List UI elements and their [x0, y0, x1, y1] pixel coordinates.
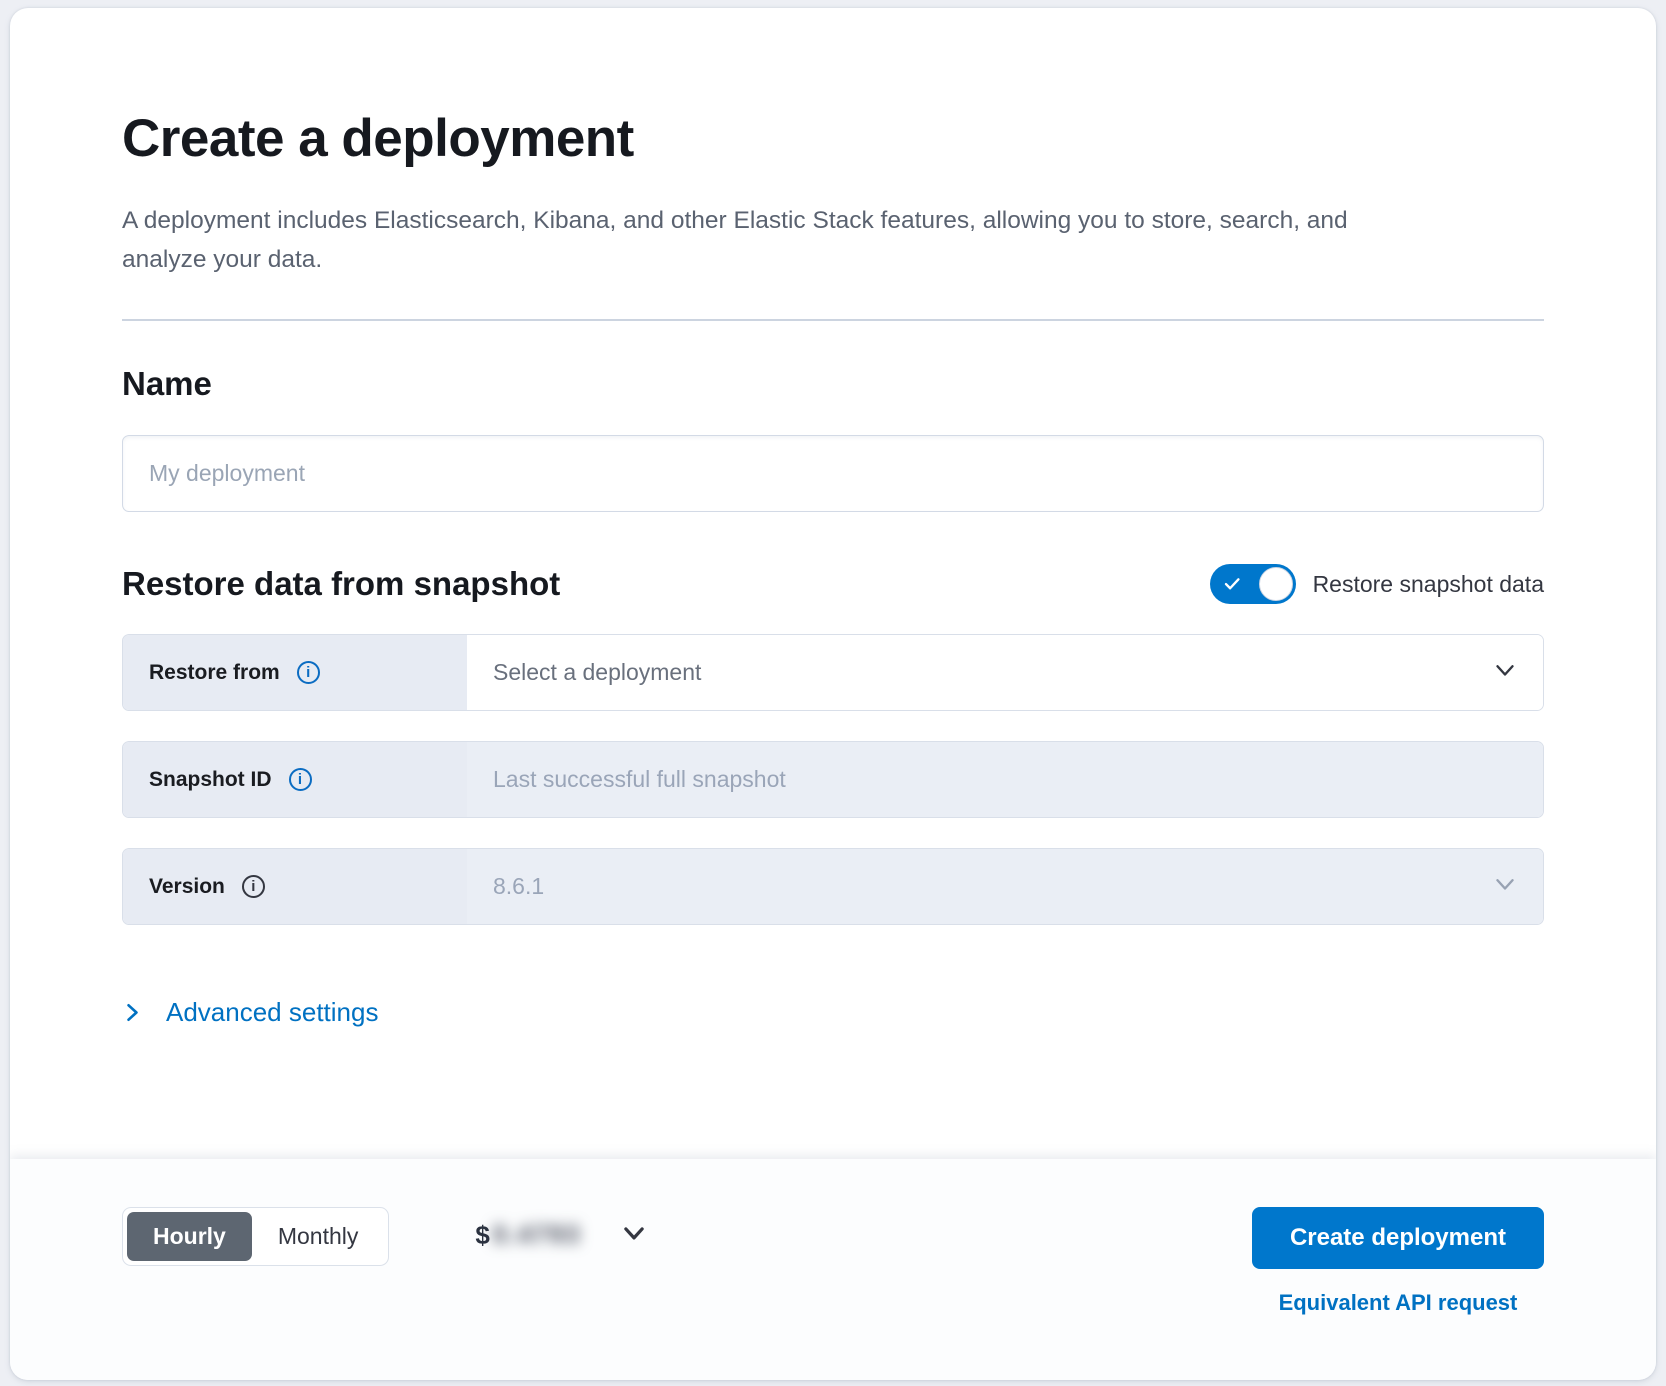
equivalent-api-request-link[interactable]: Equivalent API request — [1278, 1290, 1518, 1315]
snapshot-id-field: Last successful full snapshot — [467, 742, 1543, 818]
price-display[interactable]: $ 0.4793 — [475, 1220, 646, 1251]
advanced-settings-label: Advanced settings — [166, 997, 379, 1028]
info-icon[interactable]: i — [288, 768, 312, 792]
toggle-knob — [1258, 567, 1293, 602]
restore-from-value: Select a deployment — [493, 659, 702, 686]
restore-toggle-label[interactable]: Restore snapshot data — [1312, 570, 1544, 597]
billing-hourly-button[interactable]: Hourly — [127, 1212, 252, 1261]
billing-monthly-button[interactable]: Monthly — [252, 1212, 385, 1261]
restore-from-label-text: Restore from — [149, 660, 280, 684]
chevron-down-icon — [1493, 658, 1517, 688]
form-row-restore-from: Restore from i Select a deployment — [122, 634, 1544, 712]
chevron-down-icon — [621, 1220, 647, 1251]
restore-from-label: Restore from i — [123, 635, 467, 711]
advanced-settings-link[interactable]: Advanced settings — [122, 997, 378, 1028]
billing-period-toggle: Hourly Monthly — [122, 1207, 390, 1266]
info-icon[interactable]: i — [241, 875, 265, 899]
name-heading: Name — [122, 365, 212, 403]
price-currency: $ — [475, 1220, 490, 1250]
restore-section-header: Restore data from snapshot Restore snaps… — [122, 564, 1544, 605]
card-body: Create a deployment A deployment include… — [10, 8, 1656, 1159]
snapshot-id-label: Snapshot ID i — [123, 742, 467, 818]
footer-actions: Create deployment Equivalent API request — [1251, 1207, 1544, 1316]
bottom-bar: Hourly Monthly $ 0.4793 Create deploymen… — [10, 1159, 1656, 1380]
version-value: 8.6.1 — [493, 873, 545, 900]
check-icon — [1223, 574, 1242, 593]
restore-snapshot-toggle[interactable] — [1209, 564, 1296, 605]
version-label: Version i — [123, 849, 467, 925]
restore-toggle-wrap: Restore snapshot data — [1209, 564, 1544, 605]
form-row-version: Version i 8.6.1 — [122, 848, 1544, 926]
restore-heading: Restore data from snapshot — [122, 565, 561, 603]
version-label-text: Version — [149, 874, 225, 898]
deployment-name-input[interactable] — [122, 435, 1544, 513]
form-row-snapshot-id: Snapshot ID i Last successful full snaps… — [122, 741, 1544, 819]
snapshot-id-value: Last successful full snapshot — [493, 766, 786, 793]
snapshot-id-label-text: Snapshot ID — [149, 767, 272, 791]
info-icon[interactable]: i — [296, 661, 320, 685]
chevron-right-icon — [122, 1002, 143, 1023]
page-subtitle: A deployment includes Elasticsearch, Kib… — [122, 207, 1348, 273]
create-deployment-button[interactable]: Create deployment — [1251, 1207, 1544, 1269]
version-select: 8.6.1 — [467, 849, 1543, 925]
chevron-down-icon — [1493, 872, 1517, 902]
restore-from-select[interactable]: Select a deployment — [467, 635, 1543, 711]
divider — [122, 319, 1544, 322]
page-title: Create a deployment — [122, 109, 634, 168]
create-deployment-card: Create a deployment A deployment include… — [10, 8, 1656, 1380]
price-amount-blurred: 0.4793 — [492, 1221, 582, 1249]
